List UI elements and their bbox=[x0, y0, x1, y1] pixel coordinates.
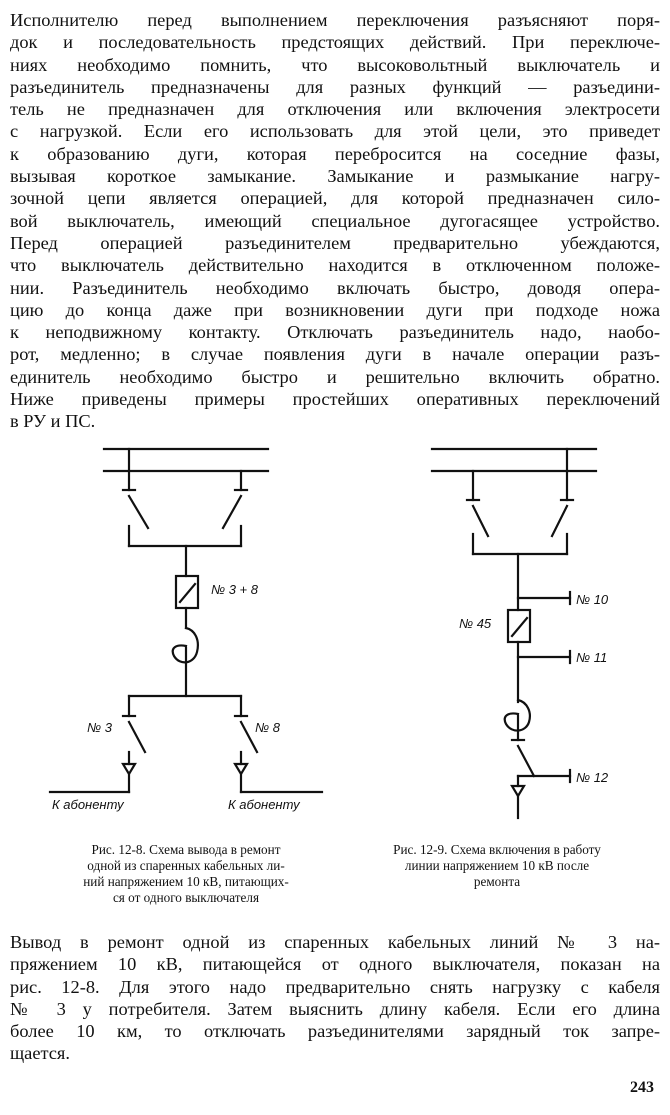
right-disconnector-blade bbox=[221, 494, 243, 530]
text-line: линии напряжением 10 кВ после bbox=[404, 858, 590, 873]
text-line: с нагрузкой. Если его использовать для э… bbox=[10, 121, 660, 142]
text-line: Исполнителю перед выполнением переключен… bbox=[10, 10, 660, 30]
text-line: в РУ и ПС. bbox=[10, 411, 96, 432]
disconnector-8-label: № 8 bbox=[255, 720, 281, 735]
text-line: к образованию дуги, которая перебросится… bbox=[10, 143, 660, 164]
disconnector-3-blade bbox=[127, 720, 147, 754]
label-11: № 11 bbox=[576, 650, 607, 665]
text-line: что выключатель действительно находится … bbox=[10, 255, 660, 276]
text-line: тель не предназначен для отключения или … bbox=[10, 99, 660, 120]
text-line: одной из спаренных кабельных ли- bbox=[87, 858, 285, 873]
text-line: ниях необходимо помнить, что высоковольт… bbox=[10, 54, 660, 75]
text-line: Рис. 12-9. Схема включения в работу bbox=[393, 842, 601, 857]
text-line: разъединитель предназначены для разных ф… bbox=[10, 76, 660, 97]
text-line: Рис. 12-8. Схема вывода в ремонт bbox=[91, 842, 281, 857]
text-line: вой выключатель, имеющий специальное дуг… bbox=[10, 210, 660, 231]
disconnector-8-blade bbox=[239, 720, 259, 754]
text-line: ся от одного выключателя bbox=[112, 890, 260, 905]
text-line: пряжением 10 кВ, питающейся от одного вы… bbox=[10, 954, 660, 975]
text-line: ремонта bbox=[473, 874, 521, 889]
breaker-3-8-label: № 3 + 8 bbox=[211, 582, 259, 597]
disconnector-3-label: № 3 bbox=[87, 720, 113, 735]
text-line: № 3 у потребителя. Затем выяснить длину … bbox=[10, 998, 660, 1019]
text-line: рис. 12-8. Для этого надо предварительно… bbox=[10, 976, 660, 997]
right-disconnector-blade-2 bbox=[550, 504, 569, 538]
text-line: к неподвижному контакту. Отключать разъе… bbox=[10, 322, 660, 343]
left-disconnector-blade bbox=[127, 494, 150, 530]
intro-paragraph: Исполнителю перед выполнением переключен… bbox=[10, 9, 660, 433]
text-line: более 10 км, то отключать разъединителям… bbox=[10, 1021, 660, 1042]
text-line: единитель необходимо быстро и решительно… bbox=[10, 366, 660, 387]
label-12: № 12 bbox=[576, 770, 609, 785]
text-line: рот, медленно; в случае появления дуги в… bbox=[10, 344, 660, 365]
page-number: 243 bbox=[630, 1079, 654, 1096]
text-line: цию до конца даже при возникновении дуги… bbox=[10, 299, 660, 320]
figure-12-8-diagram: № 3 + 8 № 3 № 8 К абоненту К абоненту bbox=[48, 447, 324, 812]
label-10: № 10 bbox=[576, 592, 609, 607]
body-paragraph: Вывод в ремонт одной из спаренных кабель… bbox=[10, 931, 660, 1065]
figure-12-9-diagram: № 10 № 45 № 11 № 12 bbox=[430, 447, 609, 820]
text-line: Вывод в ремонт одной из спаренных кабель… bbox=[10, 932, 660, 952]
text-line: док и последовательность предстоящих дей… bbox=[10, 32, 660, 53]
text-line: Перед операцией разъединителем предварит… bbox=[10, 232, 660, 253]
left-disconnector-blade-2 bbox=[471, 504, 490, 538]
breaker-45-label: № 45 bbox=[459, 616, 492, 631]
text-line: нии. Разъединитель необходимо включать б… bbox=[10, 277, 660, 298]
text-line: вызывая короткое замыкание. Замыкание и … bbox=[10, 166, 660, 187]
text-line: щается. bbox=[10, 1043, 70, 1064]
disconnector-12-blade bbox=[516, 744, 536, 778]
consumer-right-label: К абоненту bbox=[228, 797, 301, 812]
text-line: ний напряжением 10 кВ, питающих- bbox=[83, 874, 289, 889]
consumer-left-label: К абоненту bbox=[52, 797, 125, 812]
text-line: зочной цепи является операцией, для кото… bbox=[10, 188, 660, 209]
text-line: Ниже приведены примеры простейших операт… bbox=[10, 389, 660, 410]
